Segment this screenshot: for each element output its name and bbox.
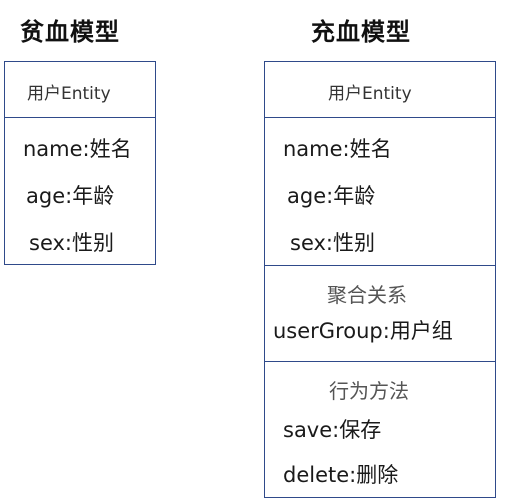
anemic-entity-box: 用户Entity name:姓名 age:年龄 sex:性别 [4,61,156,265]
anemic-attr-sex: sex:性别 [29,231,114,255]
rich-attr-age: age:年龄 [287,184,376,208]
rich-model-title: 充血模型 [311,18,411,46]
anemic-entity-name: 用户Entity [27,84,111,104]
rich-attributes-section: name:姓名 age:年龄 sex:性别 [265,117,495,266]
rich-aggregation-section: 聚合关系 userGroup:用户组 [265,265,495,362]
anemic-entity-header: 用户Entity [5,62,155,118]
aggregation-title: 聚合关系 [327,283,407,307]
aggregation-item-usergroup: userGroup:用户组 [273,319,453,343]
rich-attr-sex: sex:性别 [290,231,375,255]
rich-entity-name: 用户Entity [328,84,412,104]
rich-entity-header: 用户Entity [265,62,495,118]
anemic-model-title: 贫血模型 [20,18,120,46]
rich-entity-box: 用户Entity name:姓名 age:年龄 sex:性别 聚合关系 user… [264,61,496,498]
anemic-attr-age: age:年龄 [26,184,115,208]
behavior-item-save: save:保存 [283,418,382,442]
anemic-attr-name: name:姓名 [23,137,132,161]
rich-attr-name: name:姓名 [283,137,392,161]
behavior-item-delete: delete:删除 [283,463,399,487]
rich-behavior-section: 行为方法 save:保存 delete:删除 [265,361,495,497]
behavior-title: 行为方法 [329,379,409,403]
anemic-attributes-section: name:姓名 age:年龄 sex:性别 [5,117,155,264]
